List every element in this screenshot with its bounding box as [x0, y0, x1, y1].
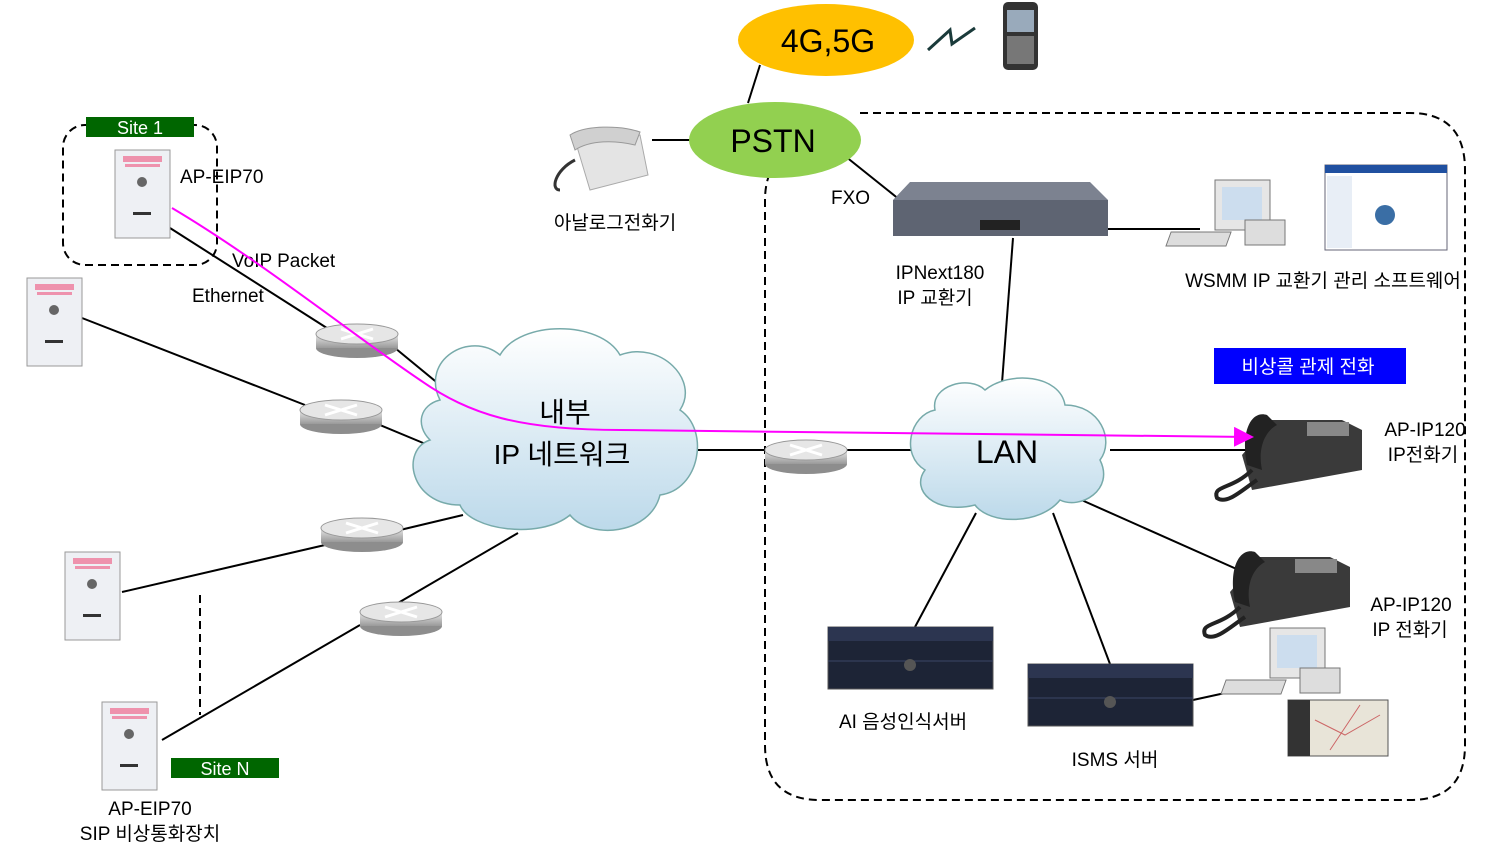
internal-network-label-line2: IP 네트워크	[494, 439, 631, 470]
ai-server-label: AI 음성인식서버	[839, 711, 967, 733]
ip-phone1-model: AP-IP120	[1384, 420, 1465, 441]
emergency-intercom-icon	[101, 701, 158, 791]
isms-server-icon	[1027, 663, 1194, 727]
control-phone-badge	[1214, 348, 1406, 384]
pstn-label: PSTN	[730, 123, 815, 159]
internal-area-boundary	[764, 112, 1466, 801]
router-icon	[319, 516, 405, 554]
voip-packet-label: VoIP Packet	[232, 251, 336, 272]
lan-cloud	[909, 377, 1107, 521]
isms-server-label: ISMS 서버	[1072, 749, 1159, 771]
internal-network-label-line1: 내부	[539, 397, 591, 428]
lan-label: LAN	[976, 434, 1038, 470]
mobile-network-node	[738, 4, 914, 76]
ip-phone2-type: IP 전화기	[1372, 619, 1447, 641]
pbx-type-label: IP 교환기	[897, 287, 972, 309]
analog-phone-icon	[553, 126, 649, 192]
ipnext180-pbx-icon	[893, 182, 1108, 236]
isms-pc-icon	[1220, 627, 1341, 695]
router-icon	[298, 398, 384, 436]
emergency-intercom-icon	[114, 149, 171, 239]
emergency-intercom-icon	[64, 551, 121, 641]
ai-server-icon	[827, 626, 994, 690]
fxo-label: FXO	[831, 188, 870, 209]
wsmm-label: WSMM IP 교환기 관리 소프트웨어	[1185, 270, 1461, 292]
router-icon	[358, 600, 444, 638]
wsmm-pc-icon	[1165, 179, 1286, 247]
ethernet-label: Ethernet	[192, 286, 265, 307]
ip-phone1-type: IP전화기	[1388, 444, 1458, 466]
ip-phone2-model: AP-IP120	[1370, 595, 1451, 616]
ip-phone-icon	[1214, 412, 1364, 502]
map-screenshot	[1287, 699, 1389, 757]
siteN-device-type: SIP 비상통화장치	[80, 823, 220, 845]
router-icon	[763, 438, 849, 476]
mobile-phone-icon	[1003, 2, 1038, 70]
wireless-signal-icon	[926, 26, 976, 52]
analog-phone-label: 아날로그전화기	[554, 212, 676, 234]
pstn-node	[689, 102, 861, 178]
pbx-model-label: IPNext180	[896, 263, 985, 284]
siteN-badge	[171, 758, 279, 778]
mobile-network-label: 4G,5G	[781, 23, 875, 59]
router-icon	[314, 322, 400, 360]
voip-call-path	[171, 207, 1254, 447]
control-phone-badge-label: 비상콜 관제 전화	[1242, 356, 1375, 378]
site1-device-label: AP-EIP70	[180, 167, 263, 188]
wsmm-screenshot	[1324, 164, 1448, 251]
siteN-device-model: AP-EIP70	[108, 799, 191, 820]
site1-badge	[86, 117, 194, 137]
siteN-label: Site N	[200, 759, 249, 779]
site1-label: Site 1	[117, 118, 163, 138]
internal-ip-network-cloud	[412, 328, 699, 532]
emergency-intercom-icon	[26, 277, 83, 367]
